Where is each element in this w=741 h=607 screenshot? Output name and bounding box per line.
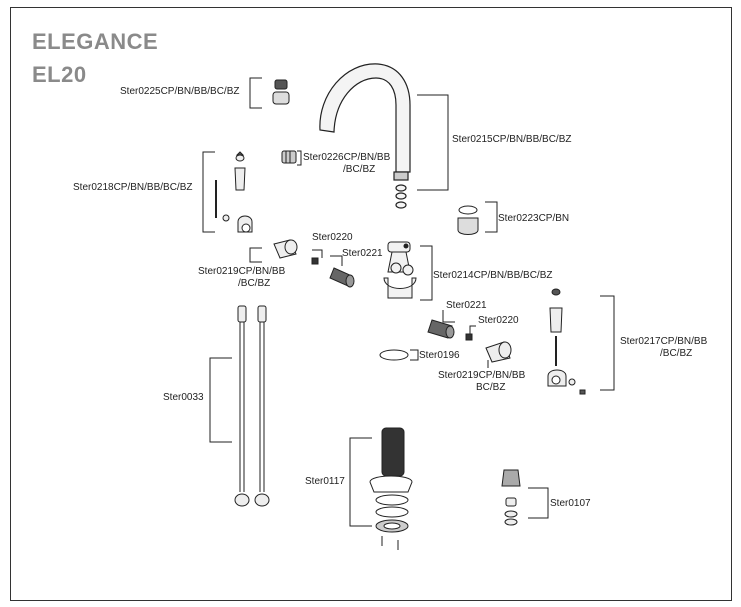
cap-0219-a-drawing [273,239,298,259]
leader-0196 [410,349,419,361]
bracket-0223 [485,201,498,233]
part-0107-drawing [501,469,521,526]
label-ster0226-line1: Ster0226CP/BN/BB [303,152,391,163]
label-ster0196: Ster0196 [419,350,460,361]
label-ster0219-a-line1: Ster0219CP/BN/BB [198,266,286,277]
model-title: EL20 [32,62,87,87]
cartridge-0221-b-drawing [427,319,455,339]
bracket-0117 [349,437,372,527]
label-ster0215: Ster0215CP/BN/BB/BC/BZ [452,134,572,145]
label-ster0214: Ster0214CP/BN/BB/BC/BZ [433,270,553,281]
cartridge-0221-a-drawing [329,267,355,288]
label-ster0217-line2: /BC/BZ [660,348,693,359]
label-ster0219-b-line2: BC/BZ [476,382,506,393]
nut-0226-drawing [281,150,297,164]
label-ster0226-line2: /BC/BZ [343,164,376,175]
diagram-frame [10,7,732,601]
label-ster0033: Ster0033 [163,392,204,403]
spout-drawing [319,63,411,209]
bracket-0033 [209,357,232,443]
label-ster0223: Ster0223CP/BN [498,213,570,224]
mount-0117-drawing [369,427,413,550]
bracket-0215 [417,94,449,191]
bracket-0107 [528,487,549,519]
leader-0221-b [442,310,455,323]
part-0220-b-drawing [465,333,473,341]
label-ster0217-line1: Ster0217CP/BN/BB [620,336,708,347]
cap-0219-b-drawing [485,341,512,363]
label-ster0219-a-line2: /BC/BZ [238,278,271,289]
part-0220-a-drawing [311,257,319,265]
bracket-0226 [297,150,302,166]
aerator-0225-drawing [272,79,290,105]
leader-0219-a [249,247,262,263]
leader-0220-a [312,249,323,258]
bracket-0218 [202,151,215,233]
label-ster0221-a: Ster0221 [342,248,383,259]
leader-0220-b [469,325,476,334]
hoses-0033-drawing [234,305,270,507]
label-ster0219-b-line1: Ster0219CP/BN/BB [438,370,526,381]
label-ster0225: Ster0225CP/BN/BB/BC/BZ [120,86,240,97]
ring-0196-drawing [379,349,409,361]
bracket-0214 [420,245,433,301]
bracket-0217 [600,295,615,391]
label-ster0220-a: Ster0220 [312,232,353,243]
leader-0221-a [330,255,343,266]
brand-title: ELEGANCE [32,29,159,54]
label-ster0218: Ster0218CP/BN/BB/BC/BZ [73,182,193,193]
body-0214-drawing [383,241,417,299]
part-0223-drawing [457,205,479,235]
handle-0218-drawing [215,151,253,233]
label-ster0107: Ster0107 [550,498,591,509]
handle-0217-drawing [547,288,586,395]
label-ster0221-b: Ster0221 [446,300,487,311]
label-ster0117: Ster0117 [305,476,345,487]
label-ster0220-b: Ster0220 [478,315,519,326]
bracket-0225 [249,77,262,109]
